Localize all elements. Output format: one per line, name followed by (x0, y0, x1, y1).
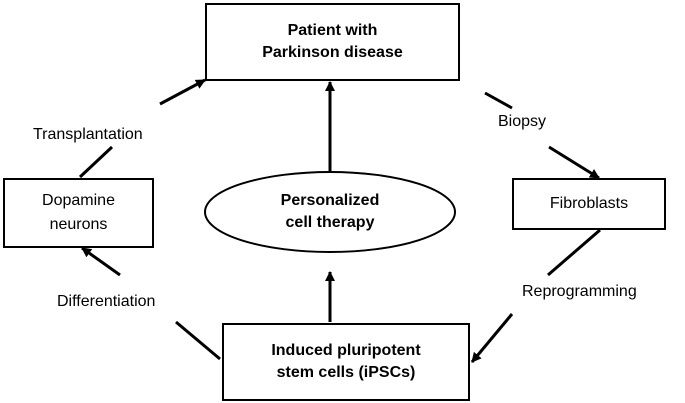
transplantation-arrow (78, 145, 114, 179)
dopamine-line2: neurons (49, 216, 108, 233)
patient-node: Patient with Parkinson disease (205, 3, 460, 81)
transplantation-label: Transplantation (33, 126, 143, 143)
reprogramming-label: Reprogramming (522, 283, 637, 300)
biopsy-arrow-head (548, 145, 600, 180)
patient-line2: Parkinson disease (262, 44, 403, 61)
fibroblasts-node: Fibroblasts (512, 178, 666, 230)
therapy-line2: cell therapy (285, 214, 375, 231)
biopsy-arrow (484, 91, 513, 110)
dopamine-node: Dopamine neurons (3, 178, 154, 248)
transplantation-arrow-head (159, 78, 206, 106)
biopsy-label: Biopsy (498, 113, 547, 130)
therapy-node: Personalized cell therapy (205, 172, 455, 252)
dopamine-line1: Dopamine (42, 192, 115, 209)
ipscs-line1: Induced pluripotent (271, 342, 421, 359)
differentiation-arrow-head (81, 246, 121, 277)
ipscs-node: Induced pluripotent stem cells (iPSCs) (222, 323, 470, 401)
fibroblasts-label: Fibroblasts (549, 195, 629, 212)
differentiation-label: Differentiation (57, 293, 156, 310)
reprogramming-arrow (547, 228, 601, 277)
ipscs-line2: stem cells (iPSCs) (276, 364, 416, 381)
therapy-ellipse (204, 171, 456, 253)
patient-line1: Patient with (287, 22, 378, 39)
reprogramming-arrow-head (470, 313, 514, 363)
therapy-line1: Personalized (280, 192, 380, 209)
differentiation-arrow (175, 320, 221, 361)
